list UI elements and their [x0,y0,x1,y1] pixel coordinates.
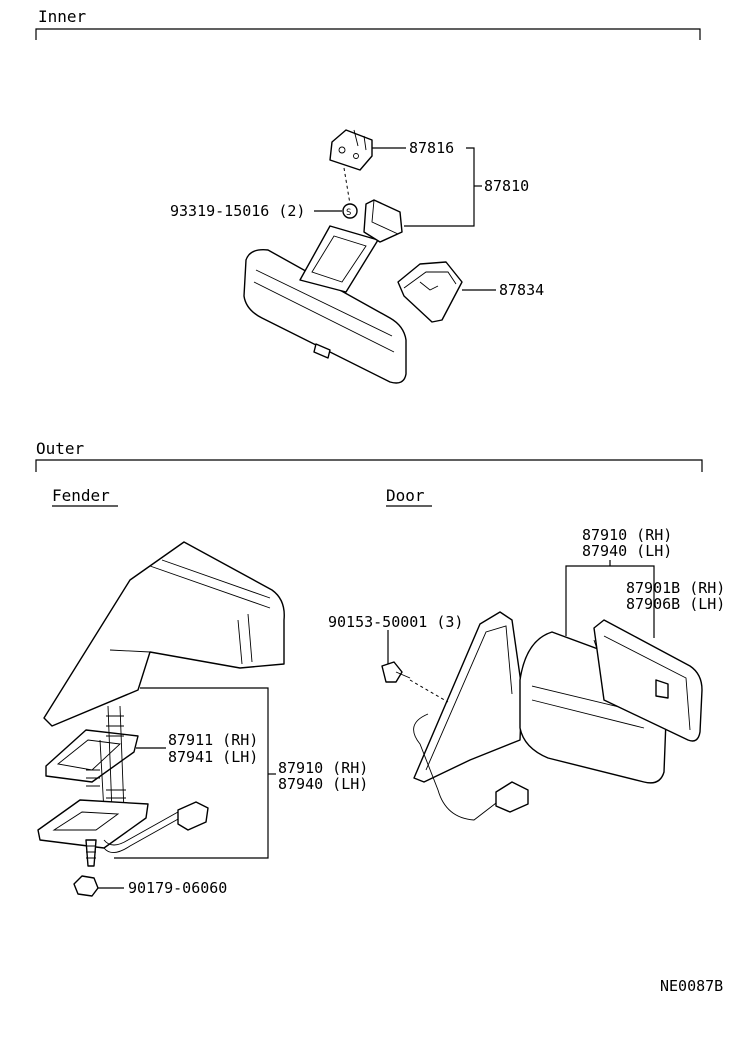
label-87911: 87911 (RH) [168,731,258,749]
nut-90179-icon [73,875,99,897]
label-87810: 87810 [484,177,529,195]
label-87910-fender: 87910 (RH) [278,759,368,777]
section-bracket-inner [35,28,701,40]
fender-mirror-drawing [37,541,285,897]
leader-87810-bracket [404,147,475,227]
label-87941: 87941 (LH) [168,748,258,766]
label-87906b: 87906B (LH) [626,595,725,613]
door-mirror-drawing [381,611,703,821]
leader-fender-assembly-bracket [114,687,269,859]
screw-90153-icon [381,661,403,683]
label-87910-door: 87910 (RH) [582,526,672,544]
section-bracket-outer [35,459,703,472]
svg-text:S: S [346,208,351,218]
label-87901b: 87901B (RH) [626,579,725,597]
subsection-title-fender: Fender [52,486,110,505]
label-90179: 90179-06060 [128,879,227,897]
glass-87901b-icon [593,619,703,742]
bracket-87816-icon [329,129,373,171]
inner-mirror-drawing: S [243,129,463,384]
cover-87834-icon [397,261,463,323]
label-87816: 87816 [409,139,454,157]
label-93319: 93319-15016 (2) [170,202,305,220]
label-87940-door: 87940 (LH) [582,542,672,560]
diagram-code: NE0087B [660,977,723,995]
section-title-outer: Outer [36,439,85,458]
section-title-inner: Inner [38,7,87,26]
label-87940-fender: 87940 (LH) [278,775,368,793]
label-87834: 87834 [499,281,544,299]
label-90153: 90153-50001 (3) [328,613,463,631]
subsection-title-door: Door [386,486,425,505]
